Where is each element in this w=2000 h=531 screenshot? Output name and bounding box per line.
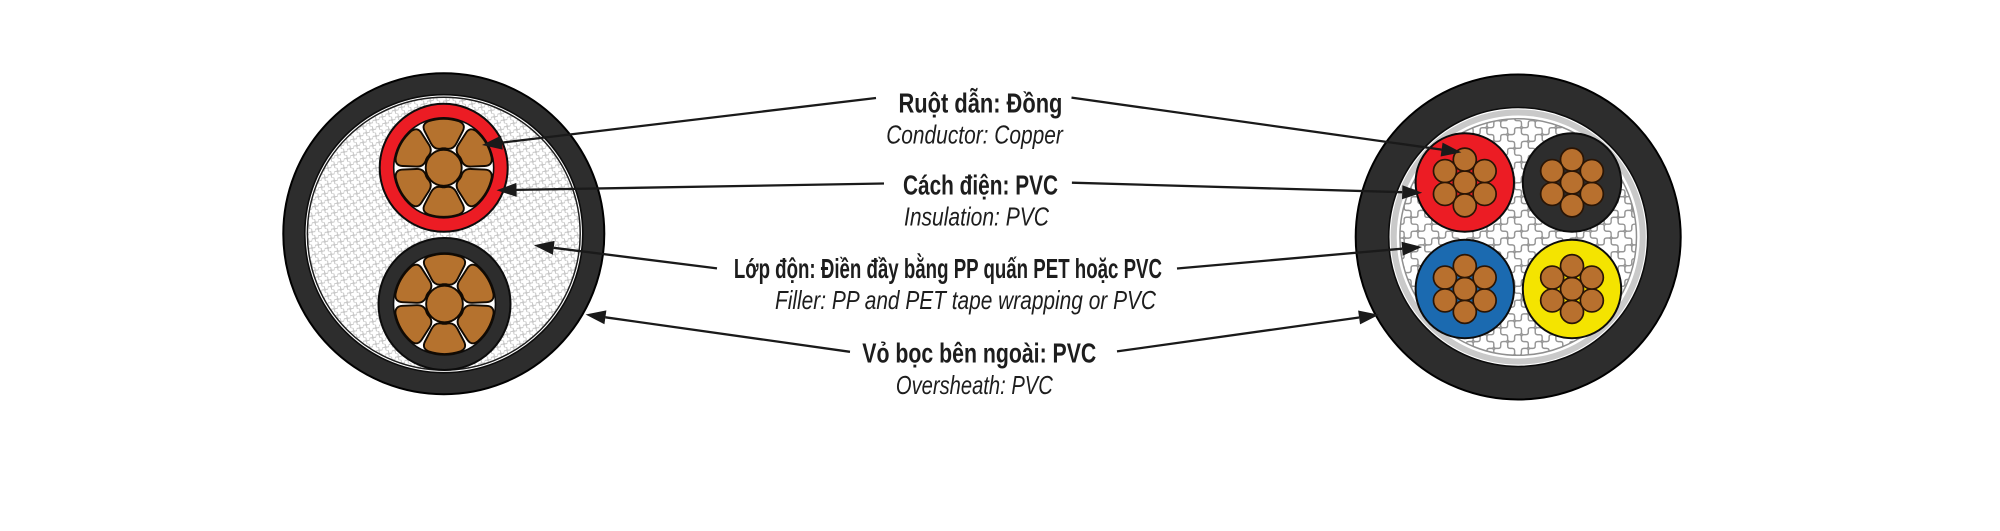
svg-text:Ruột dẫn: Đồng: Ruột dẫn: Đồng: [899, 88, 1063, 119]
svg-text:Oversheath: PVC: Oversheath: PVC: [896, 370, 1053, 400]
svg-text:Cách điện: PVC: Cách điện: PVC: [903, 170, 1058, 201]
svg-text:Lớp độn: Điền đầy bằng PP quấn: Lớp độn: Điền đầy bằng PP quấn PET hoặc …: [734, 253, 1162, 284]
svg-text:Conductor: Copper: Conductor: Copper: [886, 120, 1064, 150]
svg-text:Vỏ bọc bên ngoài: PVC: Vỏ bọc bên ngoài: PVC: [862, 338, 1096, 369]
svg-text:Filler: PP and PET tape wrappi: Filler: PP and PET tape wrapping or PVC: [775, 285, 1156, 315]
svg-text:Insulation: PVC: Insulation: PVC: [904, 202, 1049, 232]
